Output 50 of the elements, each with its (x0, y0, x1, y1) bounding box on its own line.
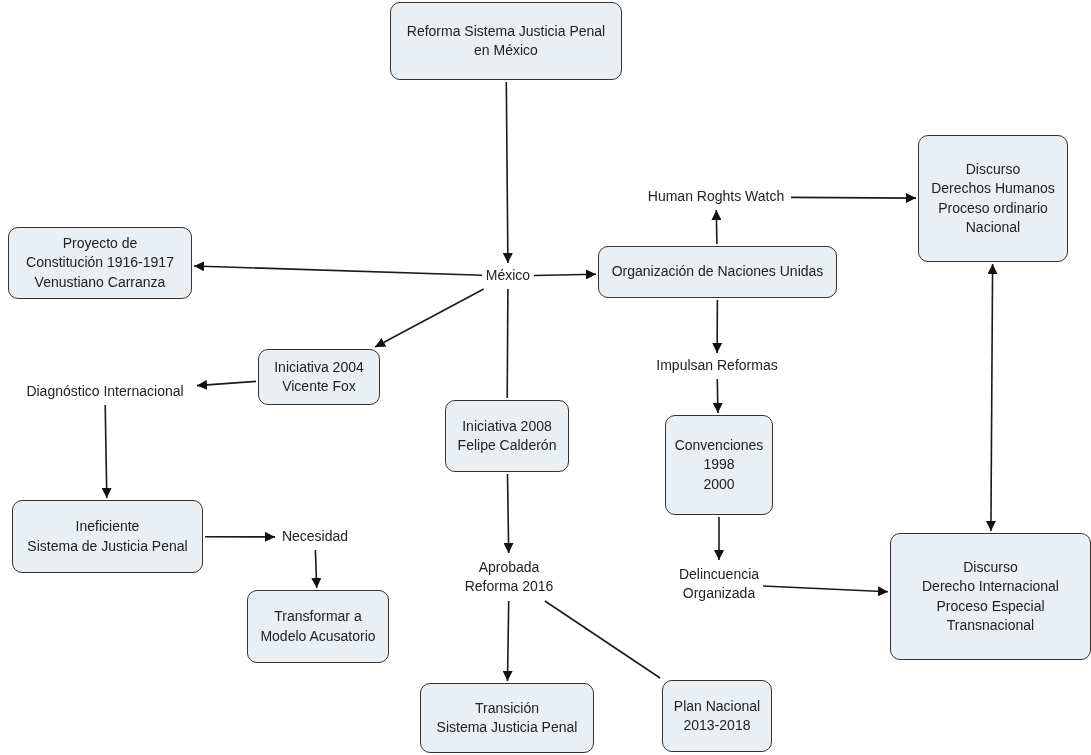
arrow (712, 378, 723, 414)
arrow (311, 549, 322, 589)
box-text: Iniciativa 2004 Vicente Fox (274, 357, 364, 396)
arrow (196, 379, 257, 390)
arrow (714, 516, 724, 561)
box-text: Organización de Naciones Unidas (611, 262, 824, 282)
concept-text: México (484, 265, 532, 287)
arrow (711, 209, 722, 245)
box-text: Discurso Derechos Humanos Proceso ordinario Nacional (931, 159, 1055, 237)
arrow (762, 585, 889, 597)
concept-text: Aprobada Reforma 2016 (466, 555, 552, 599)
concept-text: Delincuencia Organizada (677, 562, 761, 606)
arrow (712, 299, 723, 354)
concept-text: Impulsan Reformas (654, 355, 780, 377)
arrow (101, 404, 112, 499)
concept-box (8, 227, 192, 299)
box-text: Reforma Sistema Justicia Penal en México (406, 21, 606, 60)
concept-box (390, 2, 622, 80)
arrow (985, 263, 998, 532)
concept-box (890, 533, 1091, 660)
box-text: Plan Nacional 2013-2018 (673, 696, 761, 735)
box-text: Proyecto de Constitución 1916-1917 Venustiano Carranza (26, 234, 174, 292)
connector-line (506, 288, 509, 399)
concept-text: Diagnóstico Internacional (15, 381, 195, 403)
concept-box (662, 680, 772, 752)
box-text: Convenciones 1998 2000 (674, 436, 764, 494)
box-text: Transición Sistema Justicia Penal (436, 698, 578, 737)
box-text: Discurso Derecho Internacional Proceso Especial Transnacional (922, 557, 1059, 635)
box-text: Iniciativa 2008 Felipe Calderón (457, 416, 557, 455)
arrow (503, 473, 514, 554)
arrow (374, 288, 485, 348)
arrow (502, 81, 513, 264)
arrow (193, 261, 483, 276)
concept-box (918, 135, 1068, 262)
concept-box (420, 683, 594, 753)
concept-text: Necesidad (277, 526, 353, 548)
arrow (533, 269, 597, 280)
concept-box (665, 415, 773, 515)
concept-box (598, 246, 837, 298)
arrow (204, 531, 276, 542)
concept-box (247, 590, 389, 663)
box-text: Transformar a Modelo Acusatorio (260, 607, 376, 646)
concept-box (445, 400, 569, 472)
arrow (502, 600, 513, 682)
connector-line (544, 600, 661, 679)
concept-box (258, 349, 380, 405)
concept-text: Human Roghts Watch (643, 186, 789, 208)
concept-box (12, 500, 203, 573)
arrow (790, 193, 917, 204)
box-text: Ineficiente Sistema de Justicia Penal (27, 517, 188, 556)
